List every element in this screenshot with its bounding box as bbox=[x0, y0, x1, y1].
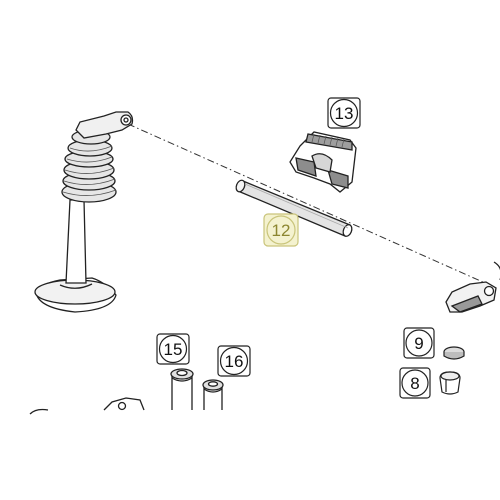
callout-13-label: 13 bbox=[335, 104, 354, 123]
callout-16-label: 16 bbox=[225, 352, 244, 371]
guide-pin-15[interactable] bbox=[170, 368, 194, 410]
rocker-shaft[interactable] bbox=[235, 179, 354, 238]
callout-15-label: 15 bbox=[164, 340, 183, 359]
callout-8-label: 8 bbox=[410, 374, 419, 393]
callout-13[interactable]: 13 bbox=[327, 97, 361, 129]
guide-pin-16[interactable] bbox=[202, 379, 224, 410]
valve-assembly[interactable] bbox=[34, 111, 134, 313]
shim-disc[interactable] bbox=[443, 346, 465, 360]
rocker-arm[interactable] bbox=[289, 131, 357, 193]
callout-12-label: 12 bbox=[272, 221, 291, 240]
callout-12[interactable]: 12 bbox=[263, 213, 299, 247]
valve-cotter[interactable] bbox=[439, 371, 461, 395]
callout-9-label: 9 bbox=[414, 334, 423, 353]
callout-15[interactable]: 15 bbox=[156, 333, 190, 365]
finger-follower[interactable] bbox=[445, 261, 500, 313]
assembly-axis-line bbox=[127, 123, 495, 288]
callout-8[interactable]: 8 bbox=[399, 367, 431, 399]
partial-part-bottom bbox=[29, 397, 145, 415]
callout-9[interactable]: 9 bbox=[403, 327, 435, 359]
callout-16[interactable]: 16 bbox=[217, 345, 251, 377]
